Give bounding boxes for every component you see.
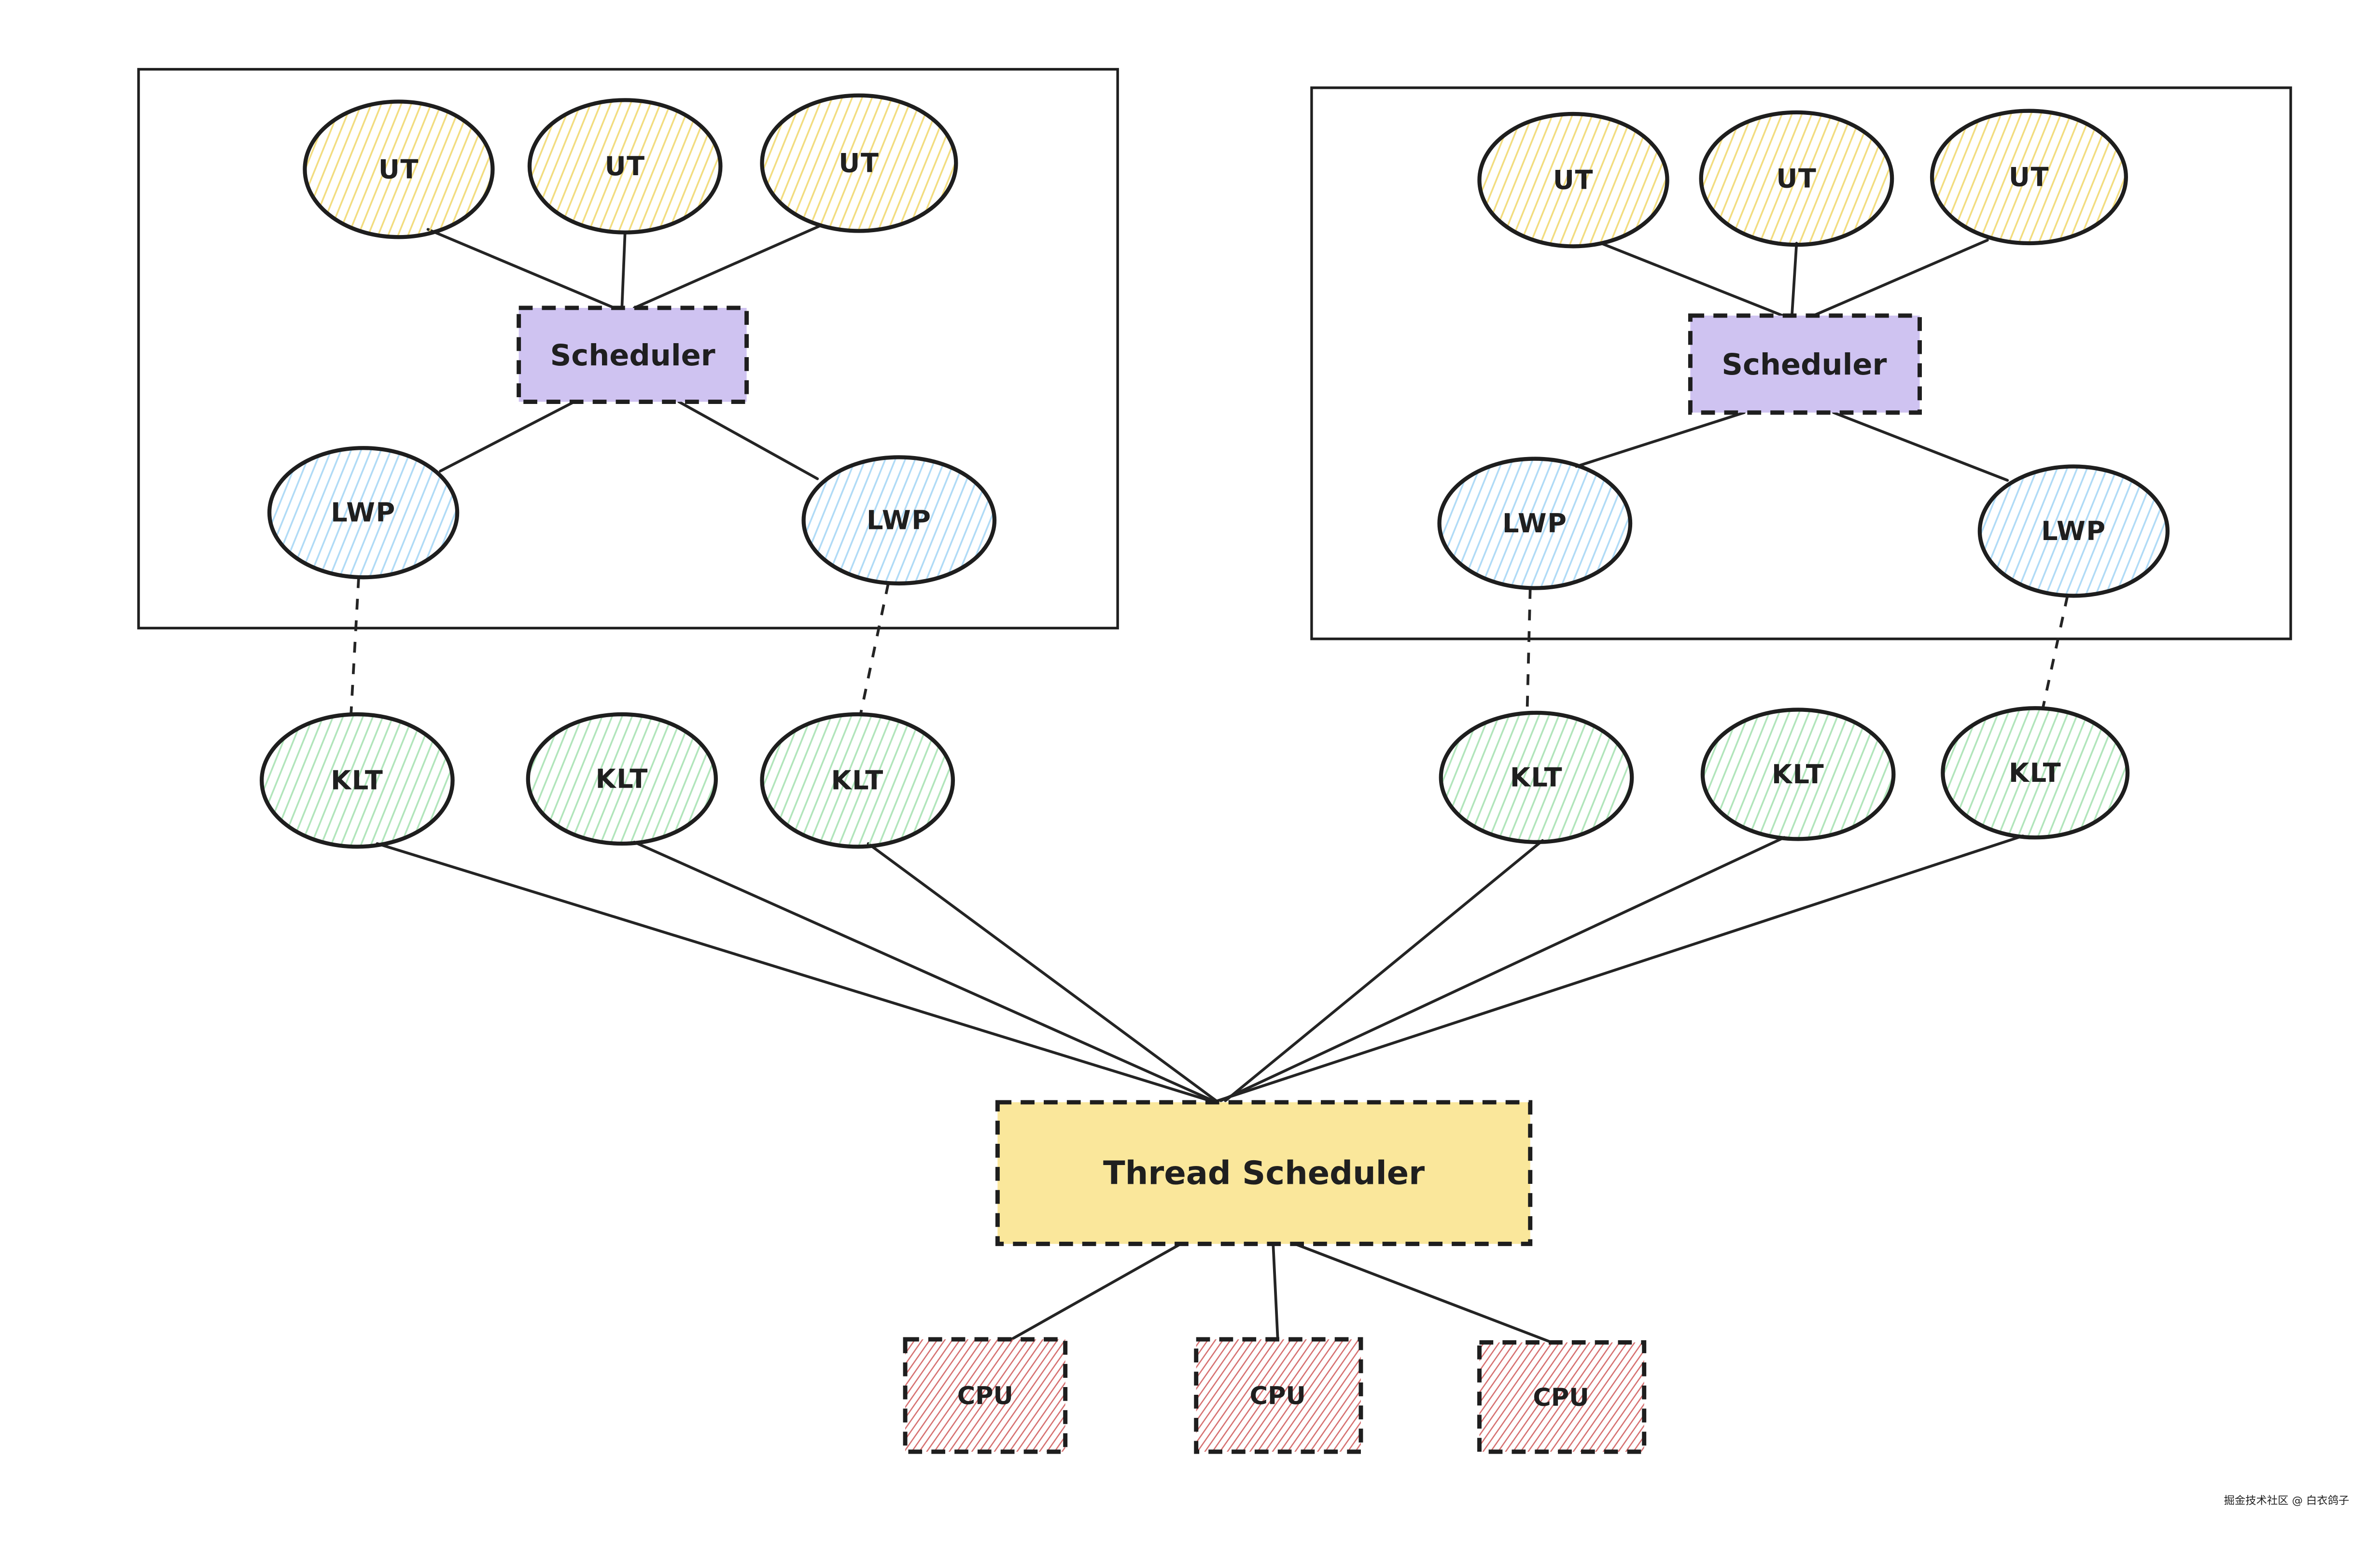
cpu-label: CPU	[957, 1382, 1013, 1411]
watermark-text: 掘金技术社区 @ 白衣鸽子	[2224, 1494, 2350, 1507]
lwp-label: LWP	[2041, 516, 2106, 546]
ut-label: UT	[1776, 164, 1817, 194]
ut-node-4: UT	[1477, 111, 1669, 249]
lwp-ellipse	[267, 446, 460, 580]
klt-ellipse	[259, 712, 455, 849]
ut-ellipse	[303, 99, 495, 239]
cpu-rect	[903, 1337, 1068, 1454]
klt-ellipse	[1439, 710, 1634, 844]
ut-label: UT	[839, 148, 879, 179]
connector-scheduler-lwp1-left	[439, 400, 576, 472]
lwp-ellipse	[801, 455, 997, 586]
connector-klt1-thread-scheduler	[376, 842, 1212, 1102]
scheduler-box-left: Scheduler	[517, 305, 749, 404]
klt-ellipse	[760, 712, 955, 849]
connector-ut2-scheduler-left	[620, 231, 627, 309]
connector-thread-scheduler-cpu1	[1010, 1242, 1182, 1341]
connector-ut3-scheduler-left	[632, 225, 821, 309]
ut-node-5: UT	[1699, 110, 1894, 247]
scheduler-rect	[517, 305, 749, 404]
klt-node-4: KLT	[1439, 710, 1634, 844]
lwp-ellipse	[1977, 464, 2170, 598]
right-process-box	[1310, 86, 2292, 640]
connector-klt2-thread-scheduler	[632, 840, 1215, 1102]
klt-label: KLT	[596, 764, 648, 794]
ut-ellipse	[527, 98, 723, 235]
scheduler-rect	[1688, 313, 1922, 415]
connector-scheduler-lwp2-left	[677, 400, 819, 480]
klt-label: KLT	[2009, 758, 2061, 788]
lwp-node-1: LWP	[267, 446, 460, 580]
thread-scheduler-rect	[995, 1100, 1533, 1246]
lwp-label: LWP	[867, 505, 932, 536]
connector-scheduler-lwp3-right	[1575, 411, 1746, 468]
cpu-label: CPU	[1250, 1382, 1306, 1411]
connector-ut6-scheduler-right	[1812, 238, 1989, 317]
connector-klt6-thread-scheduler	[1216, 834, 2025, 1102]
scheduler-label: Scheduler	[550, 339, 715, 373]
ut-node-1: UT	[303, 99, 495, 239]
ut-label: UT	[605, 151, 645, 181]
lwp-node-2: LWP	[801, 455, 997, 586]
ut-label: UT	[1553, 165, 1594, 195]
connector-klt3-thread-scheduler	[867, 842, 1218, 1102]
thread-scheduler-box: Thread Scheduler	[995, 1100, 1533, 1246]
klt-label: KLT	[831, 765, 884, 796]
connector-lwp1-klt1-dashed	[350, 577, 360, 715]
klt-node-2: KLT	[526, 712, 718, 846]
klt-label: KLT	[1510, 762, 1563, 792]
lwp-node-4: LWP	[1977, 464, 2170, 598]
klt-node-3: KLT	[760, 712, 955, 849]
klt-ellipse	[526, 712, 718, 846]
scheduler-label: Scheduler	[1722, 348, 1887, 382]
connector-ut4-scheduler-right	[1599, 242, 1784, 317]
ut-ellipse	[1477, 111, 1669, 249]
cpu-rect	[1194, 1337, 1363, 1454]
lwp-label: LWP	[331, 498, 396, 528]
connector-ut1-scheduler-left	[426, 228, 616, 309]
connector-lwp4-klt6-dashed	[2041, 595, 2069, 708]
klt-node-1: KLT	[259, 712, 455, 849]
klt-label: KLT	[1772, 759, 1824, 790]
ut-ellipse	[1699, 110, 1894, 247]
ut-ellipse	[1930, 109, 2128, 246]
klt-label: KLT	[331, 765, 383, 796]
left-process-box	[137, 68, 1119, 630]
connector-thread-scheduler-cpu3	[1293, 1242, 1554, 1344]
ut-ellipse	[760, 93, 958, 233]
klt-node-6: KLT	[1941, 706, 2130, 840]
cpu-node-1: CPU	[903, 1337, 1068, 1454]
lwp-label: LWP	[1502, 508, 1568, 539]
connector-lwp3-klt4-dashed	[1526, 588, 1532, 713]
klt-ellipse	[1700, 708, 1896, 841]
ut-node-2: UT	[527, 98, 723, 235]
ut-label: UT	[2009, 162, 2049, 192]
ut-label: UT	[378, 154, 419, 184]
connector-klt4-thread-scheduler	[1224, 839, 1544, 1102]
lwp-node-3: LWP	[1437, 457, 1633, 590]
cpu-node-2: CPU	[1194, 1337, 1363, 1454]
connector-lwp2-klt3-dashed	[859, 583, 890, 715]
klt-ellipse	[1941, 706, 2130, 840]
connector-thread-scheduler-cpu2	[1272, 1242, 1279, 1341]
cpu-rect	[1477, 1340, 1647, 1454]
klt-node-5: KLT	[1700, 708, 1896, 841]
connector-ut5-scheduler-right	[1790, 242, 1798, 317]
thread-scheduler-label: Thread Scheduler	[1103, 1154, 1425, 1192]
connector-klt5-thread-scheduler	[1219, 836, 1786, 1102]
connector-scheduler-lwp4-right	[1832, 411, 2009, 482]
ut-node-3: UT	[760, 93, 958, 233]
lwp-ellipse	[1437, 457, 1633, 590]
cpu-node-3: CPU	[1477, 1340, 1647, 1454]
cpu-label: CPU	[1533, 1384, 1589, 1412]
ut-node-6: UT	[1930, 109, 2128, 246]
scheduler-box-right: Scheduler	[1688, 313, 1922, 415]
